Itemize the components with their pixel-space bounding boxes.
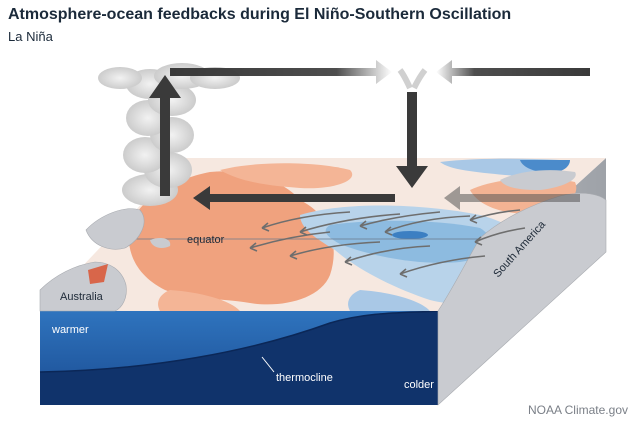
- australia-landmass: [39, 261, 127, 312]
- trade-wind-arrow: [289, 241, 381, 260]
- rising-air-arrow: [149, 75, 181, 196]
- surface-westward-arrow: [193, 186, 395, 210]
- equator-label: equator: [187, 234, 225, 246]
- colder-label: colder: [404, 379, 434, 391]
- thermocline-line: [39, 310, 439, 373]
- deep-cool-northeast: [520, 160, 570, 173]
- trade-wind-arrow: [261, 211, 351, 232]
- trade-winds: [249, 209, 526, 278]
- thermocline-label: thermocline: [276, 372, 333, 384]
- australia-label: Australia: [60, 291, 104, 303]
- asia-landmass: [85, 208, 145, 250]
- land-masses: [39, 170, 607, 406]
- upper-westward-arrow-east: [436, 60, 590, 84]
- trade-wind-arrow: [359, 211, 441, 230]
- thermocline-pointer: [261, 356, 275, 373]
- trade-wind-arrow: [344, 245, 431, 266]
- warm-patch-southwest: [158, 290, 240, 311]
- upper-eastward-arrow: [170, 60, 392, 84]
- credit-text: NOAA Climate.gov: [527, 403, 628, 417]
- indonesia-island: [150, 238, 171, 248]
- cold-deep-water: [40, 311, 438, 405]
- central-america-landmass: [500, 170, 576, 190]
- trade-wind-arrow: [249, 231, 331, 252]
- walker-circulation: [149, 60, 590, 210]
- diagram-subtitle: La Niña: [8, 29, 53, 44]
- cool-anomaly-south: [348, 290, 430, 311]
- surface-westward-arrow-east: [444, 186, 580, 210]
- trade-wind-arrow: [469, 209, 521, 224]
- australia-hot-patch: [88, 264, 108, 284]
- trade-wind-arrow: [384, 215, 471, 236]
- sinking-air-arrow: [396, 92, 428, 188]
- cool-anomaly-equatorial: [325, 220, 491, 263]
- diagram-title: Atmosphere-ocean feedbacks during El Niñ…: [8, 6, 512, 23]
- warm-anomaly-north: [220, 163, 353, 189]
- south-america-landmass: [437, 193, 607, 406]
- warm-anomaly-west: [128, 171, 334, 305]
- cold-core: [392, 231, 428, 239]
- warmer-label: warmer: [51, 324, 89, 336]
- trade-wind-arrow: [399, 255, 486, 278]
- trade-wind-arrow: [474, 227, 526, 246]
- sst-anomalies: [100, 158, 577, 311]
